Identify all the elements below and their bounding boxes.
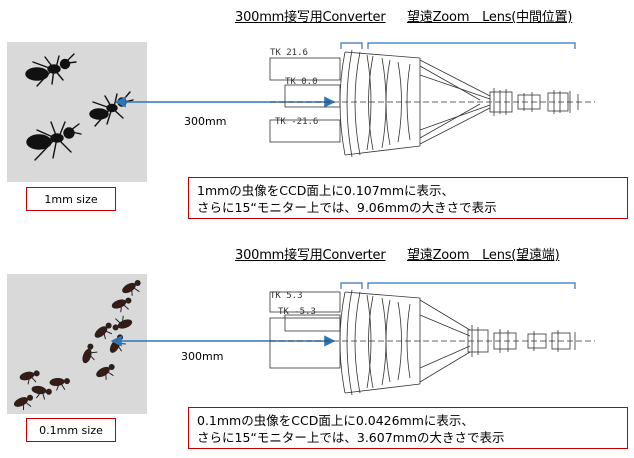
- caption-line2-bottom: さらに15“モニター上では、3.607mmの大きさで表示: [197, 430, 505, 445]
- zoom-bracket-bottom: [367, 282, 576, 289]
- size-label-box-bottom: 0.1mm size: [26, 418, 116, 442]
- converter-label-bottom: 300mm接写用Converter: [235, 248, 386, 263]
- tk-label-top-2: TK 0.0: [285, 77, 318, 87]
- size-label-box-top: 1mm size: [26, 187, 116, 211]
- ant-photo-1mm: [7, 42, 147, 182]
- size-label-top: 1mm size: [44, 192, 98, 206]
- caption-box-top: 1mmの虫像をCCD面上に0.107mmに表示、 さらに15“モニター上では、9…: [188, 177, 628, 219]
- distance-label-bottom: 300mm: [181, 350, 224, 363]
- converter-bracket-top: [340, 42, 363, 49]
- caption-box-bottom: 0.1mmの虫像をCCD面上に0.0426mmに表示、 さらに15“モニター上で…: [188, 407, 628, 449]
- tk-label-top-3: TK -21.6: [275, 117, 318, 127]
- tk-label-bottom-1: TK 5.3: [270, 291, 303, 301]
- caption-line1-bottom: 0.1mmの虫像をCCD面上に0.0426mmに表示、: [197, 413, 474, 428]
- zoom-lens-label-top: 望遠Zoom Lens(中間位置): [407, 10, 573, 25]
- ants-illustration-top: [25, 53, 134, 161]
- ants-illustration-bottom: [13, 280, 141, 411]
- caption-line1-top: 1mmの虫像をCCD面上に0.107mmに表示、: [197, 183, 455, 198]
- converter-label-top: 300mm接写用Converter: [235, 10, 386, 25]
- distance-label-top: 300mm: [184, 115, 227, 128]
- zoom-lens-label-bottom: 望遠Zoom Lens(望遠端): [407, 248, 560, 263]
- tk-label-top-1: TK 21.6: [270, 48, 308, 58]
- lens-system-bottom: [269, 289, 595, 396]
- size-label-bottom: 0.1mm size: [39, 423, 103, 437]
- zoom-bracket-top: [367, 42, 576, 49]
- caption-line2-top: さらに15“モニター上では、9.06mmの大きさで表示: [197, 200, 497, 215]
- tk-label-bottom-3: TK -5.3: [278, 307, 316, 317]
- lens-system-top: [269, 49, 595, 158]
- converter-bracket-bottom: [340, 282, 363, 289]
